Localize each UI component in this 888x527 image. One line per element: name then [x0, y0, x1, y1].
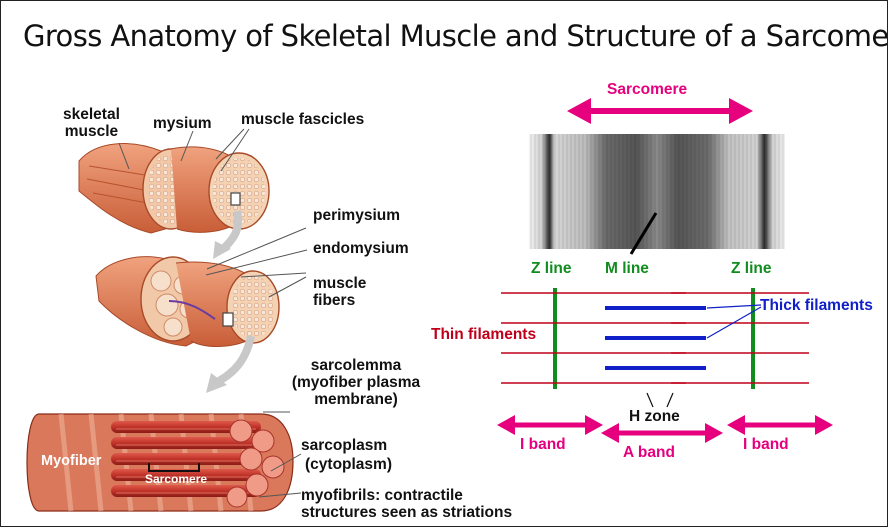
label-skeletal-muscle: skeletal muscle — [63, 106, 120, 140]
label-myofiber: Myofiber — [41, 453, 101, 470]
label-muscle-fibers: muscle fibers — [313, 275, 366, 309]
label-endomysium: endomysium — [313, 240, 409, 257]
label-thick-filaments: Thick filaments — [760, 297, 873, 314]
label-m-line: M line — [605, 260, 649, 277]
label-sarcoplasm: sarcoplasm (cytoplasm) — [301, 437, 392, 473]
label-perimysium: perimysium — [313, 207, 400, 224]
i-band-left-arrow — [497, 415, 603, 435]
i-band-right-arrow — [727, 415, 833, 435]
a-band-arrow — [601, 423, 723, 443]
label-a-band: A band — [623, 444, 675, 461]
sarcomere-arrow — [567, 98, 753, 124]
label-z-line-right: Z line — [731, 260, 771, 277]
label-muscle-fascicles: muscle fascicles — [241, 111, 364, 128]
thick-filaments — [605, 308, 706, 368]
label-sarcomere: Sarcomere — [607, 81, 687, 98]
label-thin-filaments: Thin filaments — [431, 326, 536, 343]
electron-micrograph — [529, 134, 785, 254]
label-z-line-left: Z line — [531, 260, 571, 277]
fascicle-illustration — [96, 228, 307, 346]
label-sarcolemma: sarcolemma (myofiber plasma membrane) — [291, 357, 421, 408]
label-i-band-left: I band — [520, 436, 566, 453]
label-h-zone: H zone — [629, 408, 680, 425]
label-sarcomere-inner: Sarcomere — [145, 472, 207, 487]
label-mysium: mysium — [153, 115, 212, 132]
label-i-band-right: I band — [743, 436, 789, 453]
label-myofibrils: myofibrils: contractile structures seen … — [301, 487, 512, 521]
